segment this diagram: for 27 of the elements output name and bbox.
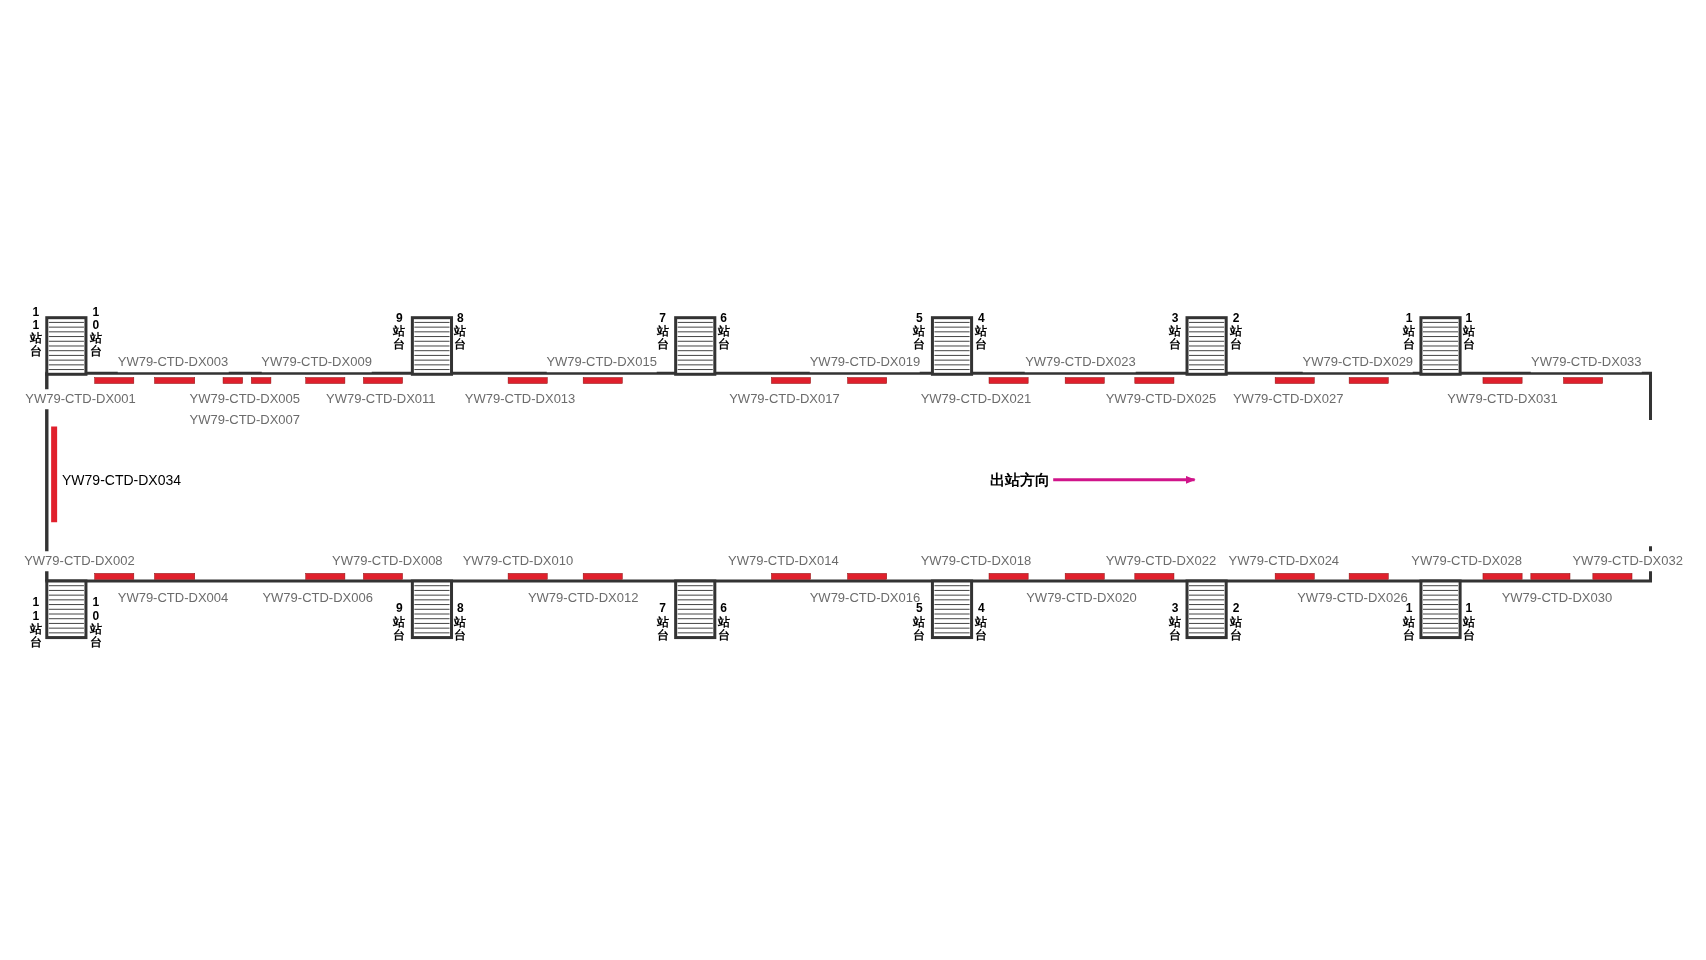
- platform-label: 7站台: [656, 602, 669, 643]
- platform-label: 5站台: [913, 312, 926, 352]
- ad-code-label: YW79-CTD-DX001: [25, 389, 136, 410]
- ad-code-label: YW79-CTD-DX002: [24, 551, 135, 572]
- platform-label: 9站台: [393, 602, 406, 643]
- platform-label: 7站台: [656, 312, 669, 352]
- platform-label: 1站台: [1462, 602, 1475, 643]
- platform-label: 2站台: [1229, 602, 1242, 643]
- platform-label: 6站台: [717, 602, 730, 643]
- platform-label: 11站台: [29, 305, 42, 359]
- ad-code-label: YW79-CTD-DX034: [62, 470, 182, 490]
- platform-label: 3站台: [1169, 312, 1182, 352]
- platform-label: 8站台: [454, 312, 467, 352]
- platform-label: 4站台: [975, 602, 988, 643]
- ad-code-label: YW79-CTD-DX032: [1572, 551, 1683, 572]
- platform-label: 6站台: [717, 312, 730, 352]
- platform-label: 11站台: [29, 595, 42, 649]
- direction-label: 出站方向: [989, 469, 1050, 490]
- platform-label: 8站台: [454, 602, 467, 643]
- platform-label: 10站台: [89, 595, 102, 649]
- platform-label: 2站台: [1229, 312, 1242, 352]
- platform-label: 10站台: [89, 305, 102, 359]
- platform-label: 9站台: [393, 312, 406, 352]
- platform-label: 1站台: [1462, 312, 1475, 352]
- platform-label: 4站台: [975, 312, 988, 352]
- platform-label: 3站台: [1169, 602, 1182, 643]
- platform-label: 1站台: [1402, 312, 1415, 352]
